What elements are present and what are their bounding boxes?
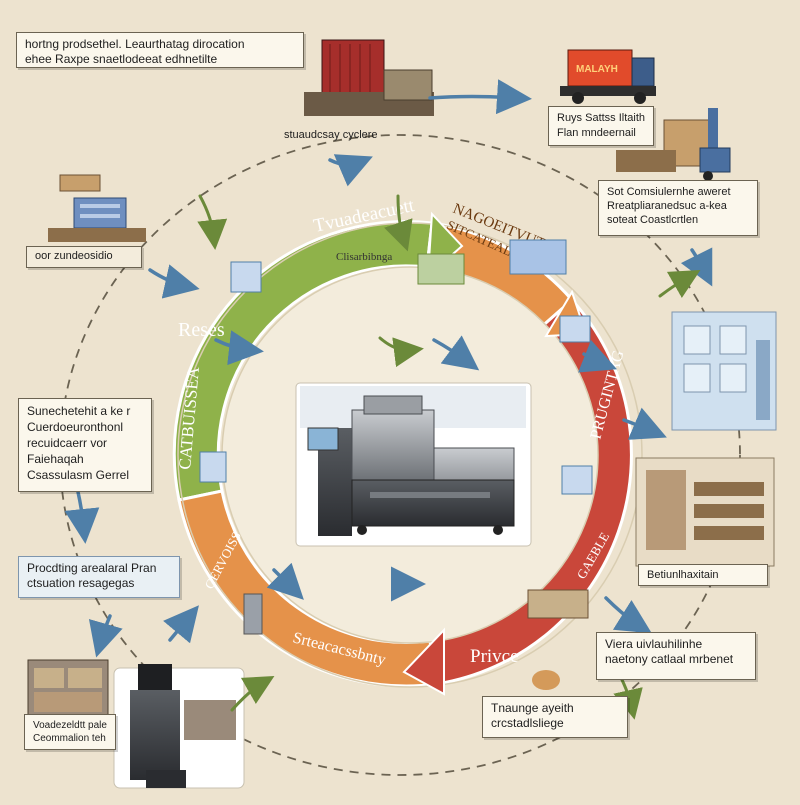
callout-line: crcstadlsliege	[491, 716, 564, 730]
callout-line: Viera uivlauhilinhe	[605, 637, 703, 651]
ring-decor-icons	[199, 239, 593, 635]
callout-line: stuaudcsay cyclere	[284, 129, 378, 141]
callout-line: Procdting arealaral Pran	[27, 561, 157, 575]
printing-machine-icon	[295, 382, 532, 547]
callout-line: recuidcaerr vor	[27, 436, 108, 450]
callout-left-shelf: oor zundeosidio	[26, 246, 142, 268]
flow-arrow	[390, 566, 426, 602]
flow-arrow	[578, 339, 617, 373]
flow-arrow	[428, 79, 532, 115]
flow-arrow	[432, 335, 480, 371]
callout-line: Ceommalion teh	[33, 733, 106, 744]
callout-bottom-center: Tnaunge ayeith crcstadlsliege	[482, 696, 628, 738]
ring-label-green-left: Reses	[178, 319, 225, 341]
growth-arrow	[378, 336, 424, 368]
delivery-truck-icon: MALAYH	[560, 49, 656, 104]
callout-left-mid: Sunechetehit a ke r Cuerdoeuronthonl rec…	[18, 398, 152, 492]
callout-line: oor zundeosidio	[35, 250, 113, 262]
flow-arrow	[622, 407, 667, 440]
callout-line: Sot Comsiulernhe aweret	[607, 186, 731, 198]
flow-arrow	[148, 264, 200, 299]
callout-line: hortng prodsethel. Leaurthatag dirocatio…	[25, 37, 245, 51]
callout-line: Csassulasm Gerrel	[27, 468, 130, 482]
callout-line: Ruys Sattss Iltaith	[557, 112, 646, 124]
callout-bottom-right: Viera uivlauhilinhe naetony catlaal mrbe…	[596, 632, 756, 680]
pallet-stack-icon	[48, 174, 146, 242]
flow-arrow	[64, 490, 100, 544]
callout-right-lower: Betiunlhaxitain	[638, 564, 768, 586]
callout-line: Faiehaqah	[27, 452, 84, 466]
parcel-icon	[527, 589, 589, 690]
ring-label-green-sub: Clisarbibnga	[336, 251, 392, 263]
growth-arrow	[384, 194, 413, 252]
callout-line: Voadezeldtt pale	[33, 720, 107, 731]
callout-bottom-far-left: Voadezeldtt pale Ceommalion teh	[24, 714, 116, 750]
flow-arrow	[214, 330, 264, 366]
callout-right-mid: Sot Comsiulernhe aweret Rreatpliaranedsu…	[598, 180, 758, 236]
ring-arrow-tip	[402, 627, 445, 696]
growth-arrow	[230, 676, 275, 712]
outer-dashed-cycle	[59, 134, 741, 776]
growth-arrow	[658, 270, 701, 298]
flow-arrow	[88, 614, 123, 658]
callout-line: naetony catlaal mrbenet	[605, 652, 734, 666]
kiosk-machine-icon	[113, 664, 245, 789]
callout-top-left: hortng prodsethel. Leaurthatag dirocatio…	[16, 32, 304, 68]
callout-line: Flan mndeernail	[557, 127, 636, 139]
callout-top-right: Ruys Sattss Iltaith Flan mndeernail	[548, 106, 654, 146]
callout-line: Cuerdoeuronthonl	[27, 420, 124, 434]
callout-line: ehee Raxpe snaetlodeeat edhnetilte	[25, 52, 218, 66]
forklift-icon	[616, 108, 731, 181]
factory-interior-icon	[635, 457, 775, 567]
flow-arrow	[604, 596, 652, 634]
callout-bottom-left: Procdting arealaral Pran ctsuation resag…	[18, 556, 180, 598]
flow-arrow	[328, 154, 373, 187]
callout-line: Rreatpliaranedsuc a-kea	[607, 200, 727, 212]
callout-line: Sunechetehit a ke r	[27, 404, 131, 418]
svg-text:MALAYH: MALAYH	[576, 64, 618, 75]
callout-line: ctsuation resagegas	[27, 576, 135, 590]
callout-line: soteat Coastlcrtlen	[607, 214, 699, 226]
callout-line: Betiunlhaxitain	[647, 569, 719, 581]
growth-arrow	[197, 194, 228, 250]
center-cycle-caption: stuaudcsay cyclere	[280, 126, 396, 148]
flow-arrow	[163, 605, 199, 644]
flow-arrow	[266, 562, 304, 600]
callout-line: Tnaunge ayeith	[491, 701, 574, 715]
building-icon	[671, 311, 777, 431]
cardboard-boxes-icon	[27, 659, 109, 719]
ring-label-bottom-red: Privce	[470, 646, 519, 667]
warehouse-icon	[304, 39, 434, 116]
flow-arrow	[680, 247, 713, 287]
